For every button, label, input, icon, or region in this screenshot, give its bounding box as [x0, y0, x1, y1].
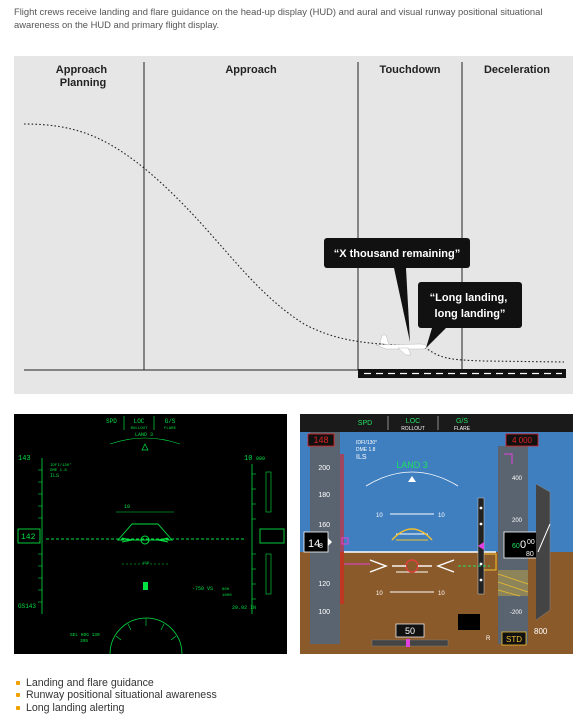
airplane-icon: [375, 334, 429, 356]
list-item: Long landing alerting: [16, 702, 217, 714]
phase-label-deceleration: Deceleration: [484, 64, 550, 76]
bullet-icon: [16, 693, 20, 698]
svg-text:60: 60: [512, 543, 520, 550]
hud-runway-outline: [117, 523, 173, 541]
svg-text:148: 148: [313, 435, 328, 445]
svg-text:R: R: [486, 636, 491, 642]
svg-text:14: 14: [308, 538, 320, 550]
svg-text:160: 160: [318, 522, 330, 529]
hud-land: LAND 3: [135, 432, 153, 438]
svg-text:200: 200: [318, 465, 330, 472]
list-item: Landing and flare guidance: [16, 677, 217, 689]
hud-spd: SPD: [106, 418, 117, 425]
svg-text:100: 100: [318, 609, 330, 616]
hud-bottom-left: GS143: [18, 603, 36, 610]
hud-canvas: SPD LOC ROLLOUT G/S FLARE LAND 3 143 142…: [17, 416, 285, 654]
svg-text:IDFI/130°: IDFI/130°: [356, 440, 377, 446]
svg-text:50: 50: [405, 626, 415, 636]
feature-list: Landing and flare guidance Runway positi…: [16, 677, 217, 714]
pfd-std: [501, 631, 527, 646]
flight-path: [23, 123, 565, 363]
pfd-alt-box: [503, 531, 541, 559]
intro-text: Flight crews receive landing and flare g…: [14, 6, 543, 30]
svg-text:180: 180: [318, 492, 330, 499]
list-item: Runway positional situational awareness: [16, 689, 217, 701]
svg-text:80: 80: [526, 551, 534, 558]
hud-vs: -750 VS: [192, 586, 213, 592]
svg-text:10: 10: [124, 504, 130, 510]
landing-phase-diagram: Approach Planning Approach Touchdown Dec…: [14, 56, 573, 394]
svg-text:10: 10: [376, 591, 383, 597]
hud-display: SPD LOC ROLLOUT G/S FLARE LAND 3 143 142…: [14, 414, 287, 654]
hud-ils-info: IDFI/130°: [50, 463, 72, 468]
svg-text:DME 1.8: DME 1.8: [356, 447, 376, 453]
pfd-flare-cue: [391, 528, 433, 541]
svg-text:142: 142: [21, 533, 36, 542]
hud-dme: DME 1.8: [50, 469, 67, 473]
hud-speed-top: 143: [18, 455, 31, 463]
pfd-canvas: SPD LOC ROLLOUT G/S FLARE 148 200 180 16…: [300, 414, 573, 654]
svg-text:-200: -200: [510, 610, 523, 616]
svg-text:1800: 1800: [222, 594, 232, 598]
svg-text:120: 120: [318, 581, 330, 588]
phase-label-approach: Approach: [225, 64, 277, 76]
svg-text:150: 150: [142, 562, 150, 566]
phase-label-touchdown: Touchdown: [380, 64, 441, 76]
hud-ils: ILS: [50, 473, 59, 479]
svg-text:ROLLOUT: ROLLOUT: [401, 426, 425, 432]
primary-flight-display: SPD LOC ROLLOUT G/S FLARE 148 200 180 16…: [300, 414, 573, 654]
svg-text:0: 0: [520, 539, 526, 551]
callout-long-landing: “Long landing, long landing”: [418, 282, 522, 348]
svg-text:10: 10: [376, 513, 383, 519]
callout-x-thousand: “X thousand remaining”: [324, 238, 470, 342]
bullet-icon: [16, 705, 20, 710]
hud-baro: 29.92 IN: [232, 605, 256, 611]
diagram-canvas: Approach Planning Approach Touchdown Dec…: [23, 62, 566, 378]
hud-loc: LOC: [134, 418, 145, 425]
svg-text:LOC: LOC: [406, 418, 420, 425]
svg-text:FLARE: FLARE: [454, 426, 471, 432]
svg-text:STD: STD: [506, 635, 522, 644]
svg-text:ILS: ILS: [356, 454, 367, 461]
hud-speed-box: [17, 528, 41, 544]
hud-gs-sub: FLARE: [164, 427, 177, 431]
svg-text:00: 00: [527, 539, 535, 546]
pfd-land: LAND 3: [396, 460, 428, 470]
hud-loc-sub: ROLLOUT: [131, 427, 148, 431]
svg-text:800: 800: [222, 588, 230, 592]
svg-text:“X thousand remaining”: “X thousand remaining”: [334, 248, 461, 260]
svg-text:400: 400: [512, 476, 523, 482]
svg-text:395: 395: [80, 638, 88, 644]
hud-gs: G/S: [165, 418, 176, 425]
svg-text:“Long landing, long la: “Long landing, long landing”: [430, 292, 511, 320]
pfd-gs-box: [395, 623, 425, 638]
svg-text:SPD: SPD: [358, 420, 372, 427]
hud-alt-top-small: 000: [256, 456, 265, 462]
pfd-bottom-alt: 800: [534, 627, 548, 636]
hud-sel-hdg: SEL HDG 130: [70, 632, 100, 638]
svg-text:10: 10: [438, 513, 445, 519]
svg-text:10: 10: [438, 591, 445, 597]
svg-text:G/S: G/S: [456, 418, 468, 425]
pfd-alt-top: [505, 433, 539, 447]
bullet-icon: [16, 681, 20, 685]
phase-label-approach-planning: Approach Planning: [56, 64, 110, 89]
pfd-speed-top: [307, 433, 335, 447]
hud-alt-top: 10: [244, 455, 252, 463]
svg-text:4 000: 4 000: [512, 436, 533, 445]
hud-bank-arc: [109, 437, 181, 445]
svg-text:200: 200: [512, 518, 523, 524]
svg-text:8: 8: [319, 543, 323, 550]
